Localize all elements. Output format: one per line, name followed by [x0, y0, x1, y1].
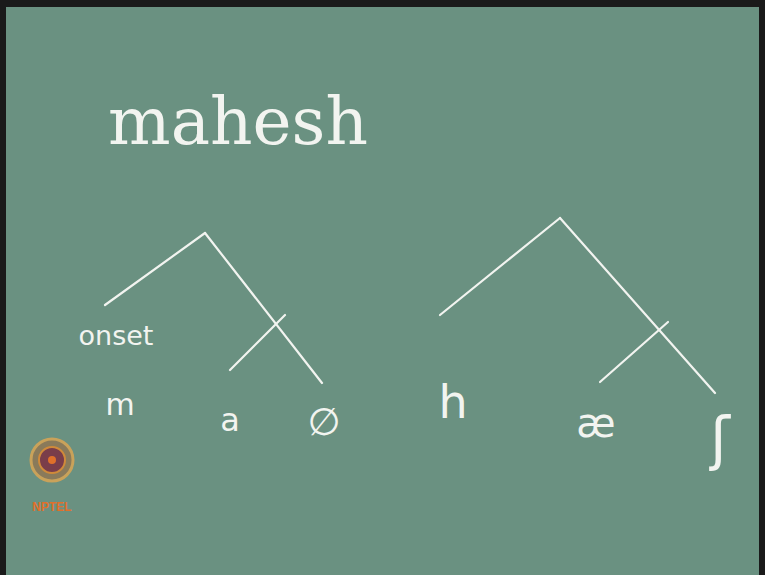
logo-hub: [48, 456, 56, 464]
logo-wheel: [39, 447, 65, 473]
nptel-logo: [31, 439, 73, 481]
tree-lines: [105, 218, 715, 393]
segment: ∅: [307, 403, 340, 441]
branch: [600, 322, 668, 382]
title: mahesh: [108, 89, 368, 155]
constituent-label: onset: [79, 322, 154, 349]
logo-text: NPTEL: [32, 501, 71, 513]
segment: ʃ: [710, 410, 729, 468]
segment: h: [438, 379, 467, 425]
branch: [560, 218, 715, 393]
branch: [205, 233, 322, 383]
branch: [440, 218, 560, 315]
branch: [230, 315, 285, 370]
chalkboard: mahesh onset m a ∅ h æ ʃNPTEL: [6, 7, 759, 575]
segment: a: [220, 404, 240, 436]
segment: æ: [576, 403, 615, 443]
branch: [105, 233, 205, 305]
segment: m: [105, 390, 134, 420]
logo-ring: [31, 439, 73, 481]
